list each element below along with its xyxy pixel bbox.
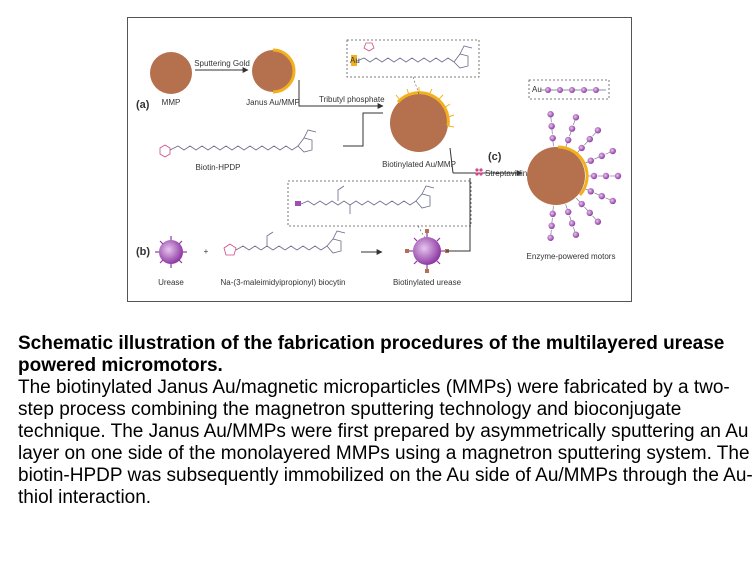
urease-unit <box>586 209 593 217</box>
biotinylated-au-label: Biotinylated Au/MMP <box>382 160 456 169</box>
urease-unit <box>547 234 554 241</box>
urease-unit <box>565 136 572 144</box>
urease-unit <box>598 192 605 200</box>
urease-unit <box>614 172 622 180</box>
panel-b-label: (b) <box>136 246 150 258</box>
urease-unit <box>568 125 576 132</box>
biotin-hpdp-label: Biotin-HPDP <box>196 163 241 172</box>
motor-particle <box>527 147 585 205</box>
panel-a-label: (a) <box>136 99 150 111</box>
biotinylated-gold-cap <box>396 91 450 127</box>
au-tag-top: Au <box>350 56 360 65</box>
urease-unit <box>548 222 555 230</box>
streptavidin-stem <box>449 147 454 174</box>
gold-cap <box>272 48 296 94</box>
urease-unit <box>549 210 556 218</box>
plus-sign: + <box>204 247 209 256</box>
caption-body: The biotinylated Janus Au/magnetic micro… <box>18 377 753 508</box>
urease-unit <box>565 208 572 216</box>
streptavidin-label: Streptavidin <box>485 169 527 178</box>
urease-unit <box>587 157 594 164</box>
streptavidin-icon <box>475 168 483 176</box>
urease-unit <box>572 114 580 121</box>
urease-unit <box>548 122 555 130</box>
urease-to-motor-line <box>446 178 471 252</box>
mmp-label: MMP <box>162 98 181 107</box>
urease-unit <box>598 152 605 160</box>
urease-unit <box>586 135 593 143</box>
urease-unit <box>578 200 585 208</box>
inset-box-bottom <box>287 180 472 227</box>
urease-unit <box>594 218 602 225</box>
au-tag-right: Au <box>532 85 542 94</box>
urease-unit <box>609 197 616 205</box>
urease-unit <box>594 127 602 134</box>
caption-title: Schematic illustration of the fabricatio… <box>18 333 725 376</box>
tributyl-arrow <box>298 80 384 109</box>
janus-label: Janus Au/MMP <box>246 98 300 107</box>
enzyme-motors-label: Enzyme-powered motors <box>527 252 616 261</box>
urease-unit <box>568 220 576 227</box>
sputtering-label: Sputtering Gold <box>194 59 250 68</box>
biotinylated-urease-label: Biotinylated urease <box>393 278 462 287</box>
biocytin-structure <box>223 230 346 256</box>
urease-unit <box>602 172 610 180</box>
urease-unit <box>572 231 580 238</box>
mmp-particle <box>150 52 192 94</box>
urease-unit <box>609 147 616 155</box>
urease-label: Urease <box>158 278 184 287</box>
biotinylated-particle <box>390 94 448 152</box>
urease-unit <box>578 144 585 152</box>
urease-unit <box>547 111 554 118</box>
figure-caption: Schematic illustration of the fabricatio… <box>18 333 753 509</box>
urease-block <box>295 201 301 206</box>
janus-particle <box>252 50 294 92</box>
inset-right-structure <box>540 87 606 93</box>
inset-pointer-top <box>412 76 420 95</box>
inset-box-right <box>528 79 610 100</box>
schematic-figure: (a) (b) (c) MMP Sputtering Gold Janus Au… <box>127 17 632 302</box>
urease-unit <box>590 172 598 180</box>
urease-unit <box>549 134 556 142</box>
inset-bottom-structure <box>300 185 435 214</box>
au-block <box>351 55 357 66</box>
tributyl-label: Tributyl phosphate <box>319 95 385 104</box>
enzyme-shell <box>547 111 622 241</box>
motor-gold-cap <box>557 145 589 196</box>
biotinylated-urease-molecule <box>405 229 449 273</box>
urease-unit <box>587 188 594 195</box>
inset-top-structure <box>356 42 473 69</box>
biotinylated-ligands <box>395 87 455 128</box>
inset-box-top <box>346 39 480 78</box>
biocytin-label: Na-(3-maleimidyipropionyl) biocytin <box>221 278 346 287</box>
urease-molecule <box>155 236 187 268</box>
panel-c-label: (c) <box>488 151 502 163</box>
biotin-hpdp-structure <box>159 129 317 158</box>
biotin-join-line <box>343 112 383 147</box>
